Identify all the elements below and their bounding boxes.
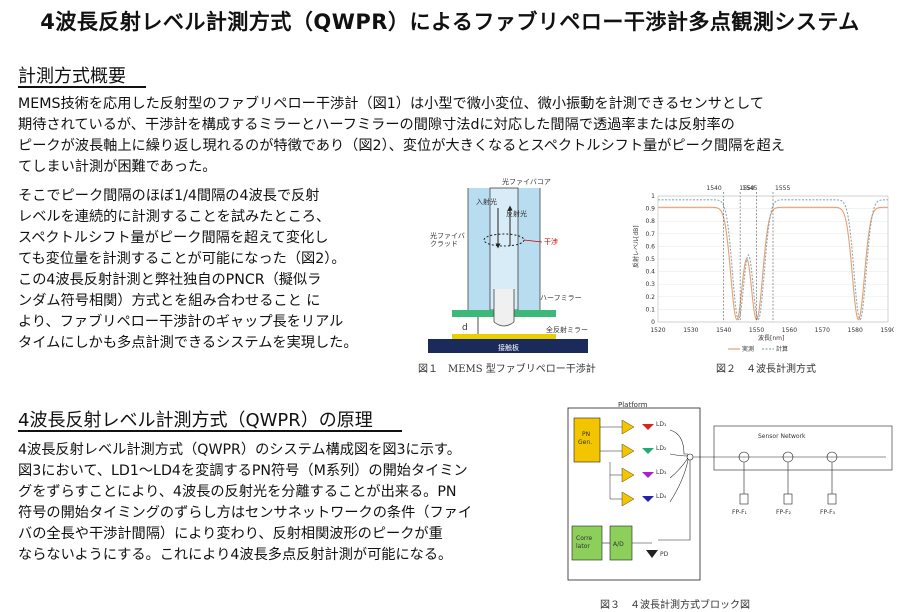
correlator-block bbox=[571, 525, 603, 561]
principle-line: 図3において、LD1～LD4を変調するPN符号（M系列）の開始タイミン bbox=[18, 463, 468, 479]
photodiode bbox=[646, 550, 658, 558]
chart-ytick: 0.1 bbox=[645, 306, 655, 313]
figure-2-caption: 図２ ４波長計測方式 bbox=[716, 364, 816, 375]
overview-line: 期待されているが、干渉計を構成するミラーとハーフミラーの間隙寸法dに対応した間隔… bbox=[18, 117, 735, 133]
overview-line: MEMS技術を応用した反射型のファブリペロー干渉計（図1）は小型で微小変位、微小… bbox=[18, 96, 764, 112]
overview-left-line: レベルを連続的に計測することを試みたところ、 bbox=[18, 209, 331, 225]
pd-label: PD bbox=[660, 551, 669, 558]
figure-3-block-diagram: Platform PN Gen. Corre lator A/D LD₁ LD₂… bbox=[567, 401, 893, 581]
full-mirror bbox=[452, 334, 556, 339]
label-core: 光ファイバコア bbox=[502, 177, 551, 186]
chart-ytick: 0.5 bbox=[645, 256, 655, 263]
ld3-label: LD₃ bbox=[656, 469, 667, 476]
page-title: 4波長反射レベル計測方式（QWPR）によるファブリペロー干渉計多点観測システム bbox=[40, 10, 860, 34]
overview-left-line: この4波長反射計測と弊社独自のPNCR（擬似ラ bbox=[18, 272, 322, 288]
figure-1-caption: 図１ MEMS 型ファブリペロー干渉計 bbox=[418, 364, 596, 375]
sensor-network-label: Sensor Network bbox=[758, 433, 806, 440]
overview-line: てしまい計測が困難であった。 bbox=[18, 159, 217, 175]
figure-3-caption: 図３ ４波長計測方式ブロック図 bbox=[600, 600, 750, 611]
platform-box bbox=[567, 407, 701, 581]
section-heading-overview: 計測方式概要 bbox=[18, 66, 126, 87]
legend-calculated: 計算 bbox=[776, 345, 788, 353]
label-cladding-1: 光ファイバ bbox=[430, 231, 465, 240]
chart-ylabel: 反射レベル[dB] bbox=[632, 225, 640, 268]
overview-left-paragraph: そこでピーク間隔のほぼ1/4間隔の4波長で反射 レベルを連続的に計測することを試… bbox=[18, 186, 410, 354]
fp-sensor-3 bbox=[827, 493, 837, 505]
fp2-label: FP-F₂ bbox=[776, 509, 792, 516]
ad-label: A/D bbox=[613, 541, 624, 548]
overview-left-line: そこでピーク間隔のほぼ1/4間隔の4波長で反射 bbox=[18, 188, 320, 204]
overview-left-line: より、ファブリペロー干渉計のギャップ長をリアル bbox=[18, 314, 344, 330]
platform-label: Platform bbox=[618, 401, 648, 409]
chart-xtick: 1550 bbox=[749, 327, 764, 334]
chart-ytick: 0.7 bbox=[645, 231, 655, 238]
principle-line: ならないようにする。これにより4波長多点反射計測が可能になる。 bbox=[18, 547, 453, 563]
fp1-label: FP-F₁ bbox=[732, 509, 748, 516]
chart-wavelength-label: 1555 bbox=[775, 185, 790, 192]
principle-paragraph: 4波長反射レベル計測方式（QWPR）のシステム構成図を図3に示す。 図3において… bbox=[18, 440, 548, 566]
chart-xtick: 1560 bbox=[782, 327, 797, 334]
label-interference: 干渉 bbox=[544, 237, 558, 246]
fp3-label: FP-F₃ bbox=[820, 509, 836, 516]
chart-wavelength-label: 1540 bbox=[706, 185, 721, 192]
principle-line: バの全長や干渉計間隔）により変わり、反射相関波形のピークが重 bbox=[18, 526, 443, 542]
chart-xtick: 1590 bbox=[880, 327, 894, 334]
fp-sensor-1 bbox=[739, 493, 749, 505]
ld4-label: LD₄ bbox=[656, 493, 667, 500]
overview-left-line: ても変位量を計測することが可能になった（図2）。 bbox=[18, 251, 346, 267]
chart-ytick: 0.8 bbox=[645, 218, 655, 225]
chart-ytick: 0.3 bbox=[645, 281, 655, 288]
fp-sensor-2 bbox=[783, 493, 793, 505]
chart-ytick: 0.6 bbox=[645, 243, 655, 250]
heading-underline bbox=[18, 430, 402, 432]
overview-paragraph: MEMS技術を応用した反射型のファブリペロー干渉計（図1）は小型で微小変位、微小… bbox=[18, 94, 898, 178]
chart-ytick: 1 bbox=[651, 193, 655, 200]
pn-label-2: Gen. bbox=[578, 439, 592, 446]
heading-underline bbox=[18, 86, 146, 88]
chart-ytick: 0.2 bbox=[645, 294, 655, 301]
chart-ytick: 0 bbox=[651, 319, 655, 326]
label-contact-plate: 接触板 bbox=[498, 343, 519, 352]
label-gap-d: d bbox=[462, 323, 468, 333]
section-heading-principle: 4波長反射レベル計測方式（QWPR）の原理 bbox=[18, 410, 373, 431]
label-full-mirror: 全反射ミラー bbox=[546, 325, 588, 334]
sensor-network-box bbox=[713, 425, 893, 471]
overview-left-line: タイムにしかも多点計測できるシステムを実現した。 bbox=[18, 335, 358, 351]
chart-xtick: 1530 bbox=[683, 327, 698, 334]
overview-line: ピークが波長軸上に繰り返し現れるのが特徴であり（図2）、変位が大きくなるとスペク… bbox=[18, 138, 785, 154]
overview-left-line: スペクトルシフト量がピーク間隔を超えて変化し bbox=[18, 230, 329, 246]
chart-wavelength-label: 1545 bbox=[742, 185, 757, 192]
laser-diodes bbox=[600, 419, 654, 507]
chart-xtick: 1580 bbox=[848, 327, 863, 334]
label-reflected: 反射光 bbox=[506, 209, 527, 218]
chart-xtick: 1540 bbox=[716, 327, 731, 334]
contact-plate bbox=[428, 339, 588, 353]
ld1-label: LD₁ bbox=[656, 421, 667, 428]
label-cladding-2: クラッド bbox=[430, 240, 458, 248]
ld2-label: LD₂ bbox=[656, 445, 667, 452]
principle-line: 4波長反射レベル計測方式（QWPR）のシステム構成図を図3に示す。 bbox=[18, 442, 461, 458]
chart-ytick: 0.4 bbox=[645, 269, 655, 276]
label-half-mirror: ハーフミラー bbox=[540, 294, 582, 302]
pn-generator-block bbox=[573, 417, 601, 463]
chart-ytick: 0.9 bbox=[645, 206, 655, 213]
correlator-label-2: lator bbox=[576, 543, 590, 550]
correlator-label-1: Corre bbox=[576, 535, 593, 542]
principle-line: グをずらすことにより、4波長の反射光を分離することが出来る。PN bbox=[18, 484, 457, 500]
chart-frame bbox=[657, 195, 889, 323]
label-incident: 入射光 bbox=[476, 197, 497, 206]
chart-xtick: 1520 bbox=[650, 327, 665, 334]
pn-label-1: PN bbox=[582, 431, 590, 438]
chart-wavelength-label: 1550 bbox=[739, 185, 754, 192]
chart-xlabel: 波長[nm] bbox=[758, 334, 784, 342]
principle-line: 符号の開始タイミングのずらし方はセンサネットワークの条件（ファイ bbox=[18, 505, 473, 521]
legend-measured: 実測 bbox=[742, 345, 754, 353]
chart-series-line bbox=[658, 199, 889, 321]
overview-left-line: ンダム符号相関）方式とを組み合わせること に bbox=[18, 293, 321, 309]
chart-xtick: 1570 bbox=[815, 327, 830, 334]
figure-1-diagram: 光ファイバコア 入射光 反射光 干渉 光ファイバ クラッド ハーフミラー 全反射… bbox=[428, 177, 588, 353]
